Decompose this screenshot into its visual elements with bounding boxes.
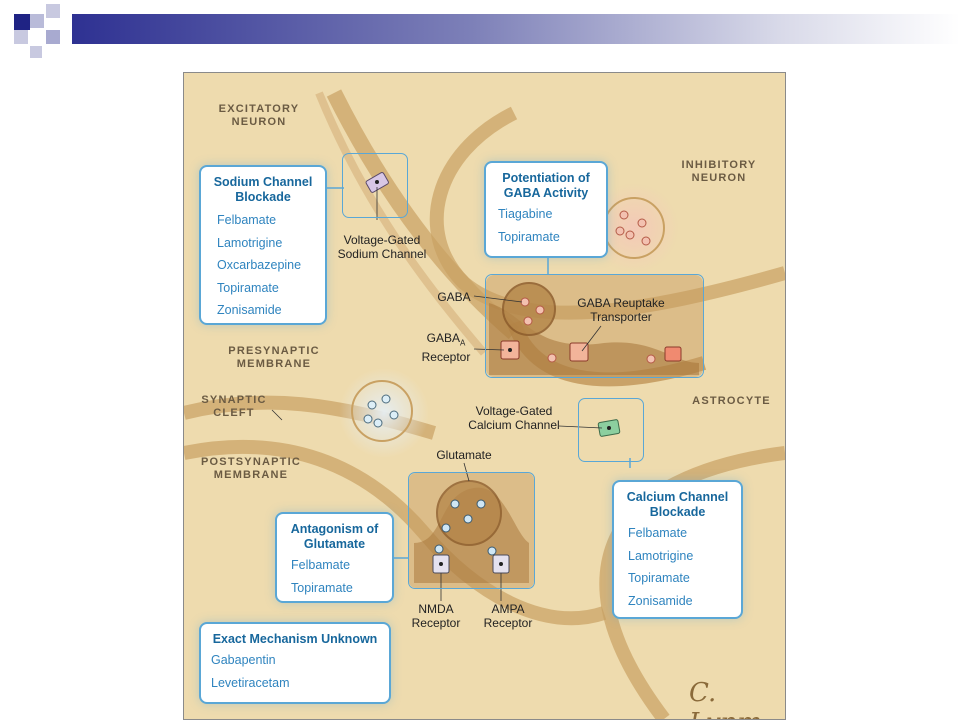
sodium-drug-2: Oxcarbazepine [217, 258, 302, 272]
gaba-drug-1: Topiramate [498, 229, 560, 244]
label-gaba-a-word: Receptor [421, 350, 471, 365]
diagram-frame: EXCITATORY NEURON INHIBITORY NEURON PRES… [183, 72, 786, 720]
gaba-zoom-window [485, 274, 704, 378]
header-square-2 [30, 14, 44, 28]
label-inhibitory-neuron: INHIBITORY NEURON [681, 159, 757, 184]
label-presynaptic-membrane: PRESYNAPTIC MEMBRANE [228, 345, 320, 370]
label-postsynaptic-membrane: POSTSYNAPTIC MEMBRANE [201, 456, 301, 481]
calcium-box-title: Calcium Channel Blockade [626, 490, 729, 519]
sodium-drug-4: Zonisamide [217, 303, 282, 317]
sodium-channel-blockade-box: Sodium Channel Blockade Felbamate Lamotr… [199, 165, 327, 325]
glutamate-drug-0: Felbamate [291, 558, 351, 572]
label-gaba-reuptake: GABA Reuptake Transporter [577, 296, 665, 324]
header-bar [72, 14, 960, 44]
calcium-drug-2: Topiramate [628, 571, 690, 585]
unknown-drug-0: Gabapentin [211, 653, 276, 667]
calcium-zoom-window [578, 398, 644, 462]
label-excitatory-neuron: EXCITATORY NEURON [218, 103, 300, 128]
gaba-drug-0: Tiagabine [498, 207, 553, 221]
label-gaba-a-main: GABA [426, 331, 460, 345]
sodium-zoom-window [342, 153, 408, 218]
gaba-box-title: Potentiation of GABA Activity [502, 171, 590, 200]
header-square-6 [30, 46, 42, 58]
unknown-box-title: Exact Mechanism Unknown [212, 632, 378, 646]
label-glutamate: Glutamate [436, 448, 492, 462]
label-ampa-receptor: AMPA Receptor [483, 602, 533, 630]
header-square-3 [46, 4, 60, 18]
gaba-receptor-icon [500, 340, 520, 360]
sodium-channel-icon [365, 172, 389, 193]
glutamate-box-title: Antagonism of Glutamate [290, 522, 379, 551]
label-voltage-gated-sodium: Voltage-Gated Sodium Channel [337, 233, 427, 261]
sodium-drug-0: Felbamate [217, 213, 277, 227]
glutamate-drug-1: Topiramate [291, 580, 353, 595]
sodium-drug-1: Lamotrigine [217, 235, 283, 250]
calcium-drug-3: Zonisamide [628, 593, 693, 608]
unknown-drug-1: Levetiracetam [211, 675, 290, 690]
sodium-box-title: Sodium Channel Blockade [213, 175, 313, 204]
header-square-1 [14, 14, 30, 30]
artist-signature: C. Lynm [689, 678, 762, 719]
exact-mechanism-unknown-box: Exact Mechanism Unknown Gabapentin Levet… [199, 622, 391, 704]
label-nmda-receptor: NMDA Receptor [411, 602, 461, 630]
label-gaba-a-receptor: GABAA Receptor [416, 331, 476, 364]
label-gaba-a-sub: A [460, 338, 466, 348]
label-voltage-gated-calcium: Voltage-Gated Calcium Channel [468, 404, 560, 432]
calcium-drug-1: Lamotrigine [628, 548, 694, 563]
glutamate-antagonism-box: Antagonism of Glutamate Felbamate Topira… [275, 512, 394, 603]
calcium-drug-0: Felbamate [628, 526, 688, 540]
gaba-potentiation-box: Potentiation of GABA Activity Tiagabine … [484, 161, 608, 258]
glutamate-zoom-window [408, 472, 535, 589]
header-square-4 [14, 30, 28, 44]
sodium-drug-3: Topiramate [217, 280, 279, 295]
header-square-5 [46, 30, 60, 44]
astrocyte-transporter-icon [664, 346, 682, 362]
label-gaba: GABA [437, 290, 471, 304]
gaba-transporter-icon [569, 342, 589, 362]
label-synaptic-cleft: SYNAPTIC CLEFT [201, 394, 267, 419]
calcium-channel-icon [597, 419, 621, 437]
label-astrocyte: ASTROCYTE [692, 395, 771, 407]
calcium-channel-blockade-box: Calcium Channel Blockade Felbamate Lamot… [612, 480, 743, 619]
